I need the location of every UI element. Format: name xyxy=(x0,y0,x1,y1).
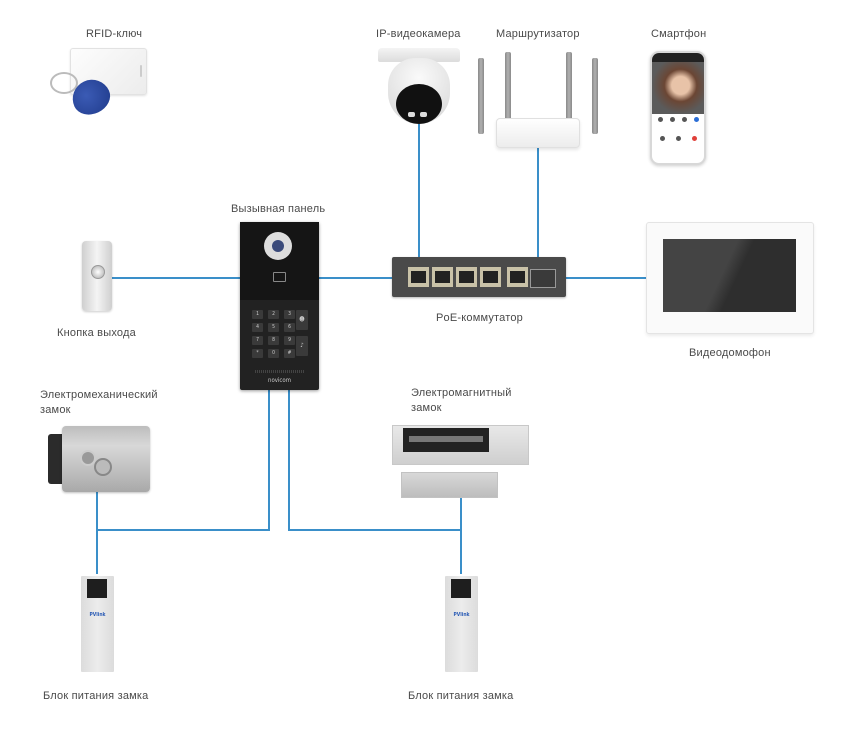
switch-port xyxy=(432,267,453,287)
keypad-key: # xyxy=(284,349,295,358)
poe-switch-image xyxy=(392,257,566,297)
camera-lens-icon xyxy=(264,232,292,260)
camera-led xyxy=(408,112,415,117)
phone-nav xyxy=(652,133,704,144)
switch-sfp-port xyxy=(530,269,556,288)
keypad-key: 0 xyxy=(268,349,279,358)
mag-lock-armature-image xyxy=(401,472,498,498)
ip-camera-image xyxy=(378,48,460,62)
wire-camera-to-switch xyxy=(418,122,420,258)
exit-button-image xyxy=(82,241,112,311)
lock-hole xyxy=(80,450,96,466)
wire-panel-down-left xyxy=(268,390,270,531)
wire-maglock-to-psu xyxy=(460,496,462,574)
video-intercom-label: Видеодомофон xyxy=(689,347,771,359)
router-image xyxy=(496,118,580,148)
em-lock-label-line2: замок xyxy=(40,404,71,416)
video-intercom-image xyxy=(646,222,814,334)
router-antenna xyxy=(505,52,511,122)
intercom-screen xyxy=(663,239,796,312)
keypad-key: 6 xyxy=(284,323,295,332)
card-reader-icon xyxy=(273,272,286,282)
router-antenna xyxy=(592,58,598,134)
camera-lens xyxy=(396,84,442,124)
ip-camera-label: IP-видеокамера xyxy=(376,28,461,40)
psu-right-label: Блок питания замка xyxy=(408,690,514,702)
phone-notch xyxy=(652,53,704,62)
speaker-grill xyxy=(255,370,304,373)
key-ring-image xyxy=(50,72,78,94)
wire-panel-to-switch xyxy=(319,277,392,279)
em-lock-image xyxy=(62,426,150,492)
switch-port xyxy=(408,267,429,287)
em-lock-side xyxy=(48,434,64,484)
psu-terminals xyxy=(87,579,107,598)
router-label: Маршрутизатор xyxy=(496,28,580,40)
wire-router-to-switch xyxy=(537,146,539,258)
phone-video-feed xyxy=(652,62,704,114)
keypad-key: 5 xyxy=(268,323,279,332)
mag-lock-label-line2: замок xyxy=(411,402,442,414)
wire-switch-to-monitor xyxy=(566,277,646,279)
psu-brand: PVlink xyxy=(89,612,106,618)
keypad-key: 1 xyxy=(252,310,263,319)
keypad-key: * xyxy=(252,349,263,358)
wire-exit-to-panel xyxy=(111,277,240,279)
switch-port xyxy=(456,267,477,287)
psu-terminals xyxy=(451,579,471,598)
camera-led xyxy=(420,112,427,117)
panel-camera-area xyxy=(240,222,319,300)
keypad-key: 3 xyxy=(284,310,295,319)
wire-panel-down-right xyxy=(288,390,290,531)
keypad-key: 2 xyxy=(268,310,279,319)
smartphone-label: Смартфон xyxy=(651,28,707,40)
exit-push-icon xyxy=(91,265,105,279)
poe-switch-label: PoE-коммутатор xyxy=(436,312,523,324)
keypad-key: 7 xyxy=(252,336,263,345)
mag-lock-label-line1: Электромагнитный xyxy=(411,387,512,399)
wire-bottom-right xyxy=(288,529,462,531)
psu-right-image: PVlink xyxy=(445,576,478,672)
call-panel-label: Вызывная панель xyxy=(231,203,326,215)
router-antenna xyxy=(566,52,572,122)
wire-bottom-left xyxy=(96,529,270,531)
keypad-key: 9 xyxy=(284,336,295,345)
smartphone-image xyxy=(650,51,706,165)
rfid-label: RFID-ключ xyxy=(86,28,143,40)
em-lock-label-line1: Электромеханический xyxy=(40,389,158,401)
psu-left-image: PVlink xyxy=(81,576,114,672)
magnet-core xyxy=(403,428,489,452)
keypad-key: 4 xyxy=(252,323,263,332)
panel-brand: novicom xyxy=(268,377,291,384)
psu-brand: PVlink xyxy=(453,612,470,618)
exit-button-label: Кнопка выхода xyxy=(57,327,136,339)
phone-controls xyxy=(652,114,704,125)
bell-key: ♪ xyxy=(296,336,308,356)
contacts-key: ☻ xyxy=(296,310,308,330)
switch-port xyxy=(480,267,501,287)
switch-uplink-port xyxy=(507,267,528,287)
mag-lock-magnet-image xyxy=(392,425,529,465)
router-antenna xyxy=(478,58,484,134)
wire-emlock-to-psu xyxy=(96,492,98,574)
psu-left-label: Блок питания замка xyxy=(43,690,149,702)
keypad-key: 8 xyxy=(268,336,279,345)
lock-cylinder-icon xyxy=(94,458,112,476)
